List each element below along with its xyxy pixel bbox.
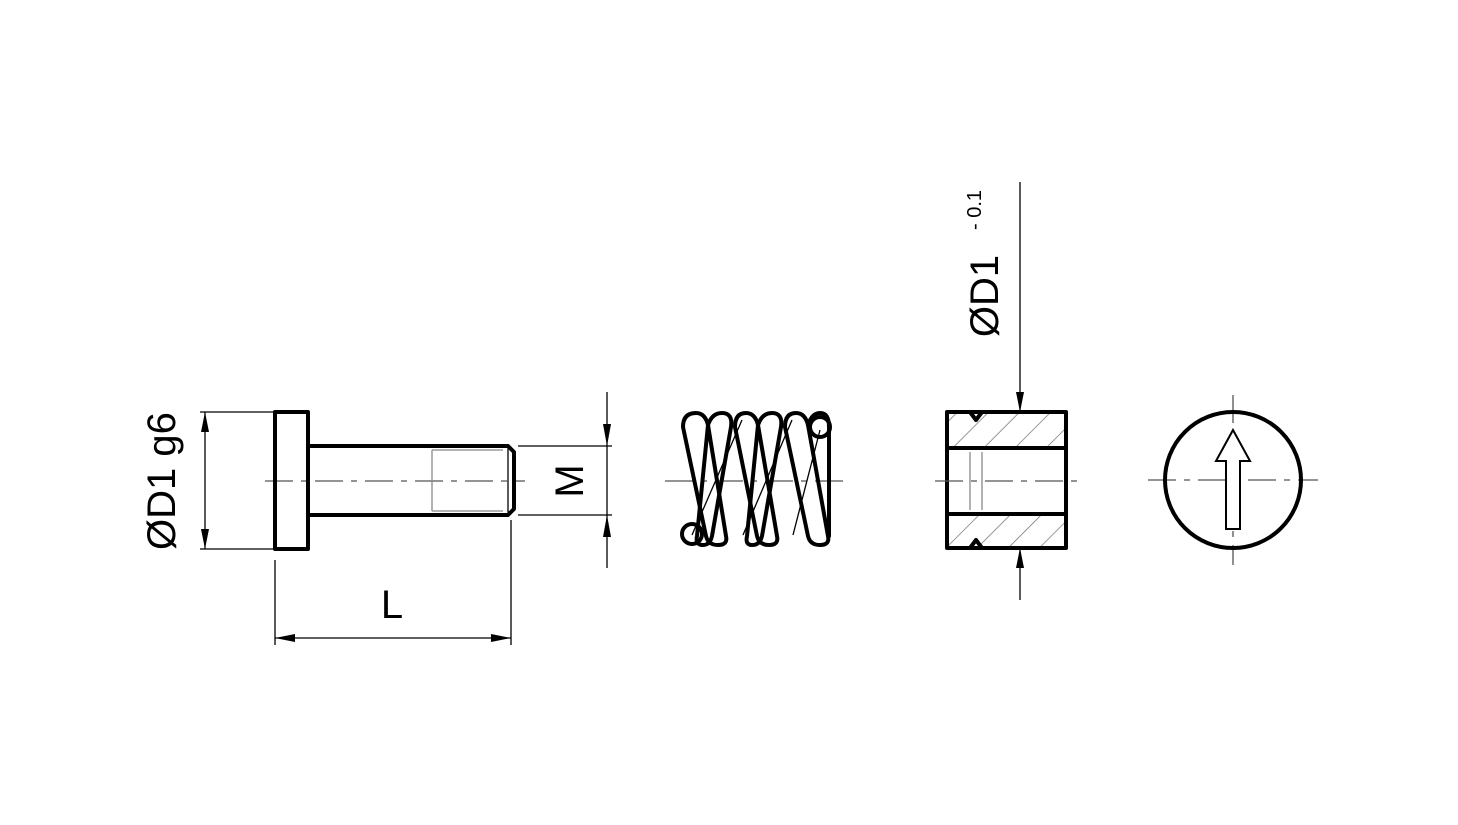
pin-length-label: L — [381, 583, 403, 627]
spring-view — [665, 411, 850, 547]
thread-label: M — [548, 464, 592, 497]
pin-shank — [306, 444, 516, 517]
pin-view: ØD1 g6 L M — [140, 392, 612, 645]
bushing-diameter-label: ØD1 — [963, 255, 1007, 337]
bushing-notch-bottom — [968, 538, 984, 550]
bushing-tolerance-label: - 0.1 — [964, 190, 986, 230]
pin-head — [273, 410, 310, 551]
direction-arrow-icon — [1214, 427, 1252, 530]
bushing-notch-top — [968, 410, 984, 422]
bushing-hatch-bottom — [947, 514, 1066, 548]
bushing-hatch-top — [947, 412, 1066, 448]
spring-end-coil-top — [808, 415, 832, 439]
end-view — [1148, 395, 1318, 565]
bushing-outline — [945, 410, 1068, 550]
thread-arrow-top — [603, 424, 611, 446]
end-view-circle — [1163, 410, 1303, 550]
bushing-view: ØD1 - 0.1 — [935, 182, 1078, 600]
thread-arrow-bottom — [603, 515, 611, 537]
pin-diameter-label: ØD1 g6 — [140, 412, 184, 550]
spring-end-coil-bottom — [680, 522, 704, 546]
